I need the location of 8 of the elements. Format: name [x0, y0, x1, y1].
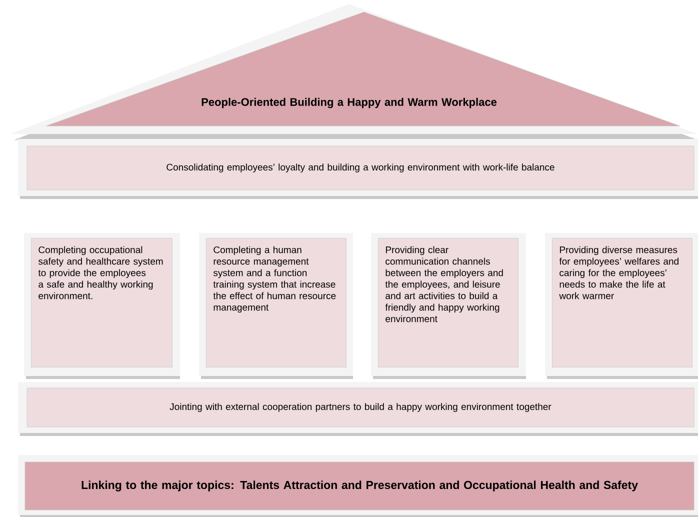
base-band: Linking to the major topics: Talents Attraction and Preservation and Occupational Health and Safety: [18, 455, 698, 517]
pillar-box: Providing clear communication channels between the employers and the employees, and leisure and art activities to build a friendly and happy working environment: [371, 233, 526, 379]
pillar-box: Providing diverse measures for employees’ welfares and caring for the employees’ needs to make the life at work warmer: [545, 233, 698, 379]
pillar-box: Completing a human resource management system and a function training system that increase the effect of human resource management: [199, 233, 353, 379]
band-box: Consolidating employees’ loyalty and building a working environment with work-life balance: [18, 139, 698, 199]
roof-triangle: People-Oriented Building a Happy and Warm Workplace: [10, 4, 698, 140]
pillar-box: Completing occupational safety and healthcare system to provide the employees a safe and healthy working environment.: [24, 233, 180, 379]
band-box: Jointing with external cooperation partners to build a happy working environment together: [18, 382, 698, 436]
